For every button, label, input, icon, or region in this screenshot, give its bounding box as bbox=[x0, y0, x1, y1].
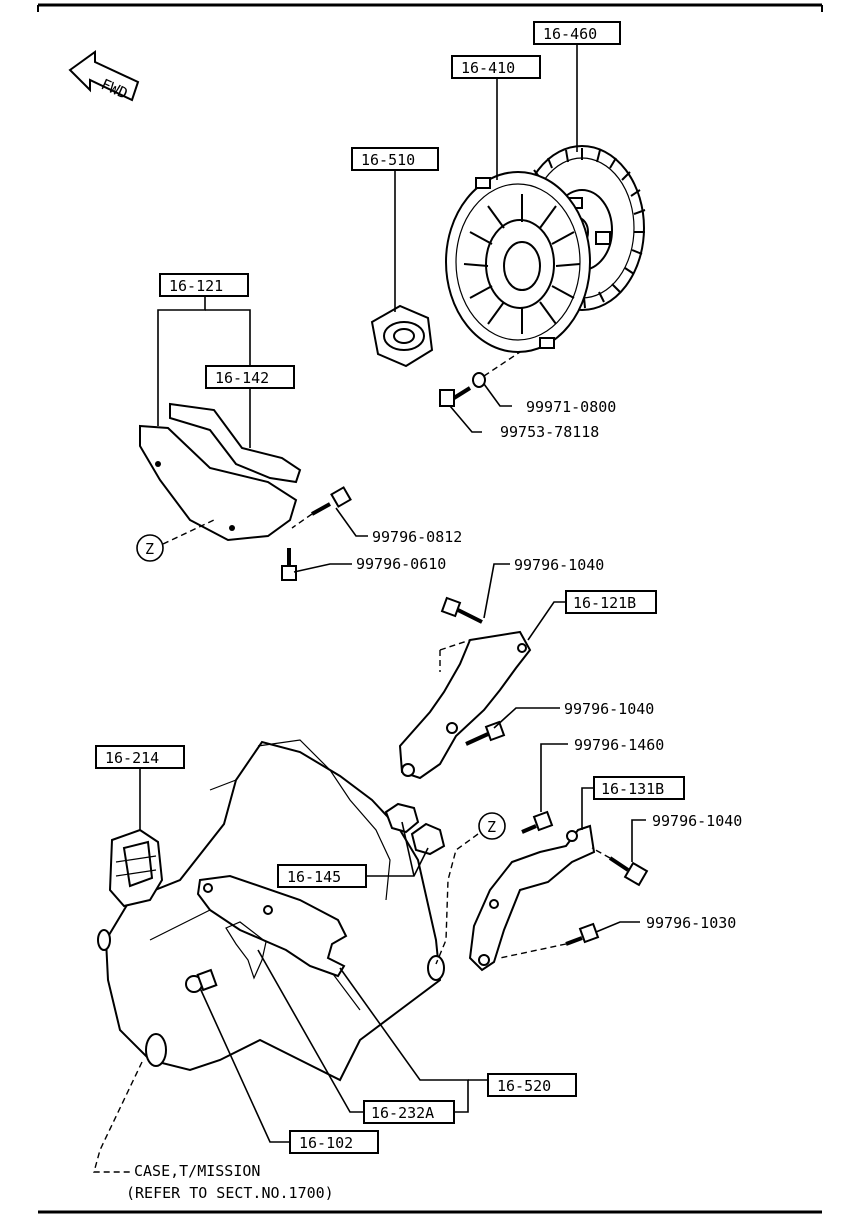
svg-text:16-142: 16-142 bbox=[215, 369, 269, 387]
bracket-121b bbox=[398, 630, 532, 780]
svg-text:16-121: 16-121 bbox=[169, 277, 223, 295]
bracket-131b bbox=[468, 824, 596, 972]
part-number-99796-0610[interactable]: 99796-0610 bbox=[356, 555, 446, 573]
svg-text:16-131B: 16-131B bbox=[601, 780, 664, 798]
svg-text:16-145: 16-145 bbox=[287, 868, 341, 886]
part-number-99796-1460[interactable]: 99796-1460 bbox=[574, 736, 664, 754]
clutch-cover bbox=[445, 171, 591, 353]
part-label-16-131B[interactable]: 16-131B bbox=[593, 776, 685, 800]
svg-text:Z: Z bbox=[487, 818, 496, 836]
svg-text:16-410: 16-410 bbox=[461, 59, 515, 77]
part-number-99796-1030[interactable]: 99796-1030 bbox=[646, 914, 736, 932]
part-number-99971-0800[interactable]: 99971-0800 bbox=[526, 398, 616, 416]
bracket-121b-bolts bbox=[440, 596, 506, 746]
svg-text:16-102: 16-102 bbox=[299, 1134, 353, 1152]
part-label-16-510[interactable]: 16-510 bbox=[351, 147, 439, 171]
dust-cover-bolts bbox=[281, 486, 352, 581]
part-number-99753-78118[interactable]: 99753-78118 bbox=[500, 423, 599, 441]
bracket-131b-bolts bbox=[499, 810, 649, 959]
part-label-16-121[interactable]: 16-121 bbox=[159, 273, 249, 297]
grommets-145 bbox=[384, 802, 446, 856]
part-label-16-520[interactable]: 16-520 bbox=[487, 1073, 577, 1097]
part-label-16-214[interactable]: 16-214 bbox=[95, 745, 185, 769]
part-number-99796-1040-right[interactable]: 99796-1040 bbox=[652, 812, 742, 830]
reference-marker-z-right: Z bbox=[435, 812, 506, 965]
spring-clip-232a bbox=[225, 921, 267, 980]
release-fork-520 bbox=[196, 874, 348, 978]
svg-text:16-510: 16-510 bbox=[361, 151, 415, 169]
part-label-16-460[interactable]: 16-460 bbox=[533, 21, 621, 45]
svg-text:16-520: 16-520 bbox=[497, 1077, 551, 1095]
release-bearing bbox=[370, 304, 434, 368]
svg-text:16-232A: 16-232A bbox=[371, 1104, 434, 1122]
part-label-16-232A[interactable]: 16-232A bbox=[363, 1100, 455, 1124]
svg-text:Z: Z bbox=[145, 540, 154, 558]
pivot-ball-102 bbox=[185, 968, 218, 993]
part-label-16-142[interactable]: 16-142 bbox=[205, 365, 295, 389]
fwd-arrow-icon: FWD bbox=[68, 50, 140, 103]
boot-214 bbox=[108, 828, 164, 908]
note-case-transmission: CASE,T/MISSION bbox=[134, 1162, 260, 1180]
dust-cover bbox=[139, 402, 302, 542]
part-label-16-145[interactable]: 16-145 bbox=[277, 864, 367, 888]
svg-text:16-460: 16-460 bbox=[543, 25, 597, 43]
reference-marker-z-left: Z bbox=[136, 519, 215, 562]
part-label-16-121B[interactable]: 16-121B bbox=[565, 590, 657, 614]
svg-text:16-121B: 16-121B bbox=[573, 594, 636, 612]
part-label-16-410[interactable]: 16-410 bbox=[451, 55, 541, 79]
part-number-99796-1040-mid[interactable]: 99796-1040 bbox=[564, 700, 654, 718]
cover-bolt bbox=[439, 351, 521, 407]
part-label-16-102[interactable]: 16-102 bbox=[289, 1130, 379, 1154]
part-number-99796-0812[interactable]: 99796-0812 bbox=[372, 528, 462, 546]
svg-text:16-214: 16-214 bbox=[105, 749, 159, 767]
leader-lines bbox=[93, 42, 646, 1173]
note-refer-section: (REFER TO SECT.NO.1700) bbox=[126, 1184, 334, 1202]
part-number-99796-1040-top[interactable]: 99796-1040 bbox=[514, 556, 604, 574]
